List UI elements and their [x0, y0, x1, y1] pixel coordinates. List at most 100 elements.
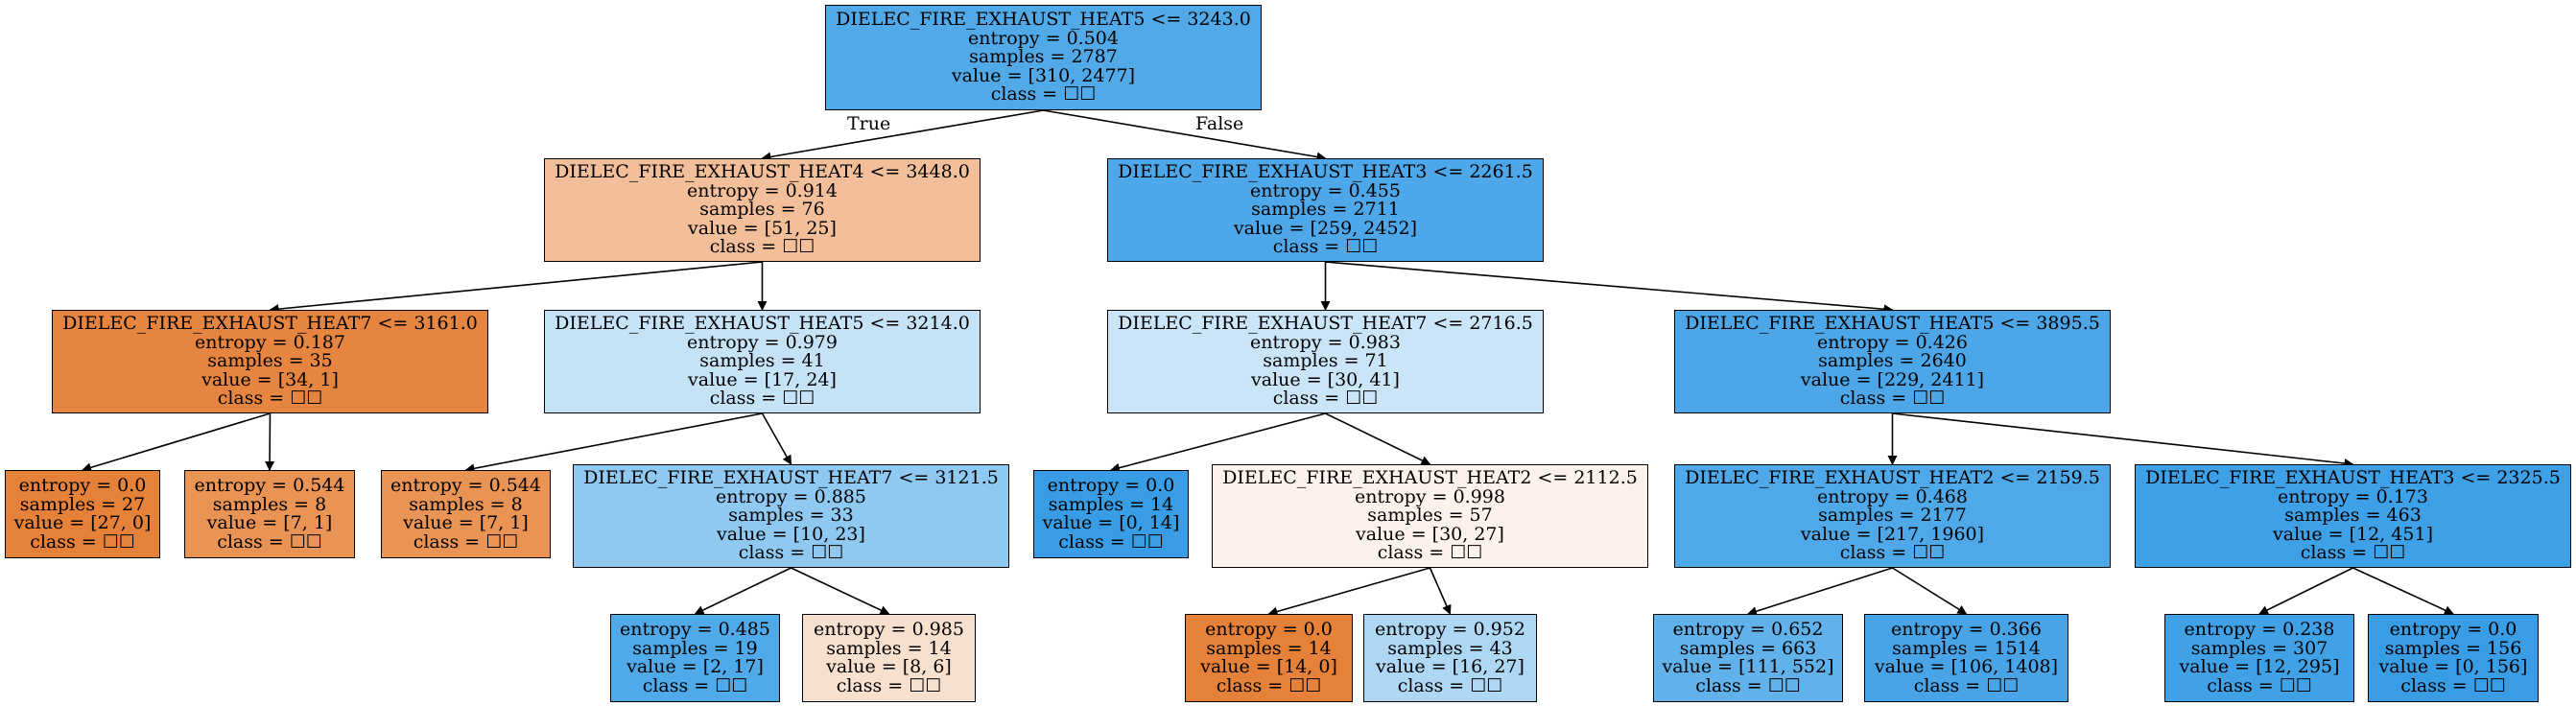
node-value-text: value = [0, 156]	[2378, 656, 2528, 677]
node-split-text: DIELEC_FIRE_EXHAUST_HEAT3 <= 2261.5	[1118, 161, 1533, 183]
node-entropy-text: entropy = 0.998	[1355, 485, 1505, 507]
tree-edge-n3-n7	[82, 412, 271, 473]
node-samples-text: samples = 14	[826, 637, 952, 659]
node-samples-text: samples = 8	[409, 493, 523, 515]
node-split-text: DIELEC_FIRE_EXHAUST_HEAT3 <= 2325.5	[2145, 467, 2561, 489]
branch-label-false: False	[1195, 113, 1244, 134]
node-samples-text: samples = 2711	[1251, 199, 1400, 221]
node-entropy-text: entropy = 0.504	[968, 27, 1119, 49]
tree-edge-n4-n9	[464, 412, 763, 474]
node-class-text: class = ☐☐	[1058, 530, 1164, 553]
node-value-text: value = [8, 6]	[826, 656, 952, 677]
node-entropy-text: entropy = 0.0	[1205, 619, 1333, 640]
node-samples-text: samples = 41	[699, 350, 825, 372]
node-entropy-text: entropy = 0.0	[1047, 475, 1175, 496]
node-class-text: class = ☐☐	[1913, 674, 2020, 696]
tree-edge-n3-n8	[265, 412, 275, 471]
node-samples-text: samples = 8	[212, 493, 327, 515]
node-samples-text: samples = 1514	[1892, 637, 2041, 659]
node-class-text: class = ☐☐	[30, 530, 135, 553]
node-entropy-text: entropy = 0.468	[1817, 485, 1968, 507]
node-class-text: class = ☐☐	[1839, 388, 1946, 410]
node-samples-text: samples = 71	[1263, 350, 1388, 372]
tree-edge-n13-n19	[1747, 567, 1893, 617]
node-samples-text: samples = 43	[1387, 637, 1513, 659]
node-split-text: DIELEC_FIRE_EXHAUST_HEAT4 <= 3448.0	[555, 161, 970, 183]
node-split-text: DIELEC_FIRE_EXHAUST_HEAT7 <= 3161.0	[62, 313, 478, 335]
node-split-text: DIELEC_FIRE_EXHAUST_HEAT5 <= 3895.5	[1685, 313, 2100, 335]
node-entropy-text: entropy = 0.173	[2278, 485, 2428, 507]
tree-edge-n12-n18	[1429, 567, 1452, 615]
node-split-text: DIELEC_FIRE_EXHAUST_HEAT5 <= 3214.0	[555, 313, 970, 335]
node-entropy-text: entropy = 0.544	[390, 475, 541, 496]
node-entropy-text: entropy = 0.455	[1250, 179, 1401, 201]
node-class-text: class = ☐☐	[1695, 674, 1801, 696]
tree-edge-n14-n21	[2258, 567, 2353, 615]
node-samples-text: samples = 57	[1367, 505, 1493, 527]
node-value-text: value = [30, 27]	[1356, 523, 1504, 545]
node-value-text: value = [16, 27]	[1376, 656, 1524, 677]
node-entropy-text: entropy = 0.238	[2184, 619, 2335, 640]
node-entropy-text: entropy = 0.985	[814, 619, 964, 640]
node-class-text: class = ☐☐	[217, 388, 323, 410]
node-split-text: DIELEC_FIRE_EXHAUST_HEAT7 <= 3121.5	[583, 467, 999, 489]
tree-edge-n10-n15	[694, 567, 792, 615]
node-class-text: class = ☐☐	[2400, 674, 2506, 696]
node-entropy-text: entropy = 0.979	[687, 331, 838, 353]
node-value-text: value = [7, 1]	[206, 512, 333, 533]
tree-edge-n6-n14	[1892, 412, 2354, 468]
node-entropy-text: entropy = 0.485	[620, 619, 770, 640]
node-samples-text: samples = 76	[699, 199, 825, 221]
node-samples-text: samples = 2640	[1818, 350, 1967, 372]
node-samples-text: samples = 33	[728, 505, 854, 527]
node-value-text: value = [217, 1960]	[1800, 523, 1985, 545]
tree-edge-n2-n6	[1325, 261, 1894, 315]
node-class-text: class = ☐☐	[709, 388, 815, 410]
node-split-text: DIELEC_FIRE_EXHAUST_HEAT7 <= 2716.5	[1118, 313, 1533, 335]
node-value-text: value = [51, 25]	[688, 217, 837, 239]
node-class-text: class = ☐☐	[738, 542, 844, 564]
node-samples-text: samples = 14	[1206, 637, 1332, 659]
tree-edge-n10-n16	[791, 567, 890, 615]
tree-edge-n5-n12	[1325, 412, 1431, 465]
node-split-text: DIELEC_FIRE_EXHAUST_HEAT2 <= 2159.5	[1685, 467, 2100, 489]
node-samples-text: samples = 27	[19, 493, 146, 515]
node-samples-text: samples = 307	[2190, 637, 2328, 659]
node-class-text: class = ☐☐	[1272, 388, 1379, 410]
node-class-text: class = ☐☐	[642, 674, 748, 696]
node-entropy-text: entropy = 0.0	[18, 475, 147, 496]
node-class-text: class = ☐☐	[1839, 542, 1946, 564]
tree-edge-n14-n22	[2352, 567, 2454, 615]
node-class-text: class = ☐☐	[413, 530, 519, 553]
node-value-text: value = [14, 0]	[1200, 656, 1337, 677]
node-samples-text: samples = 156	[2384, 637, 2522, 659]
node-value-text: value = [30, 41]	[1251, 368, 1400, 390]
node-split-text: DIELEC_FIRE_EXHAUST_HEAT5 <= 3243.0	[836, 9, 1251, 31]
node-class-text: class = ☐☐	[1216, 674, 1322, 696]
node-entropy-text: entropy = 0.187	[195, 331, 345, 353]
tree-edge-n13-n20	[1892, 567, 1968, 615]
node-split-text: DIELEC_FIRE_EXHAUST_HEAT2 <= 2112.5	[1222, 467, 1638, 489]
node-value-text: value = [12, 451]	[2273, 523, 2433, 545]
node-value-text: value = [2, 17]	[626, 656, 764, 677]
tree-edge-n0-n1	[761, 109, 1044, 162]
node-value-text: value = [10, 23]	[717, 523, 865, 545]
